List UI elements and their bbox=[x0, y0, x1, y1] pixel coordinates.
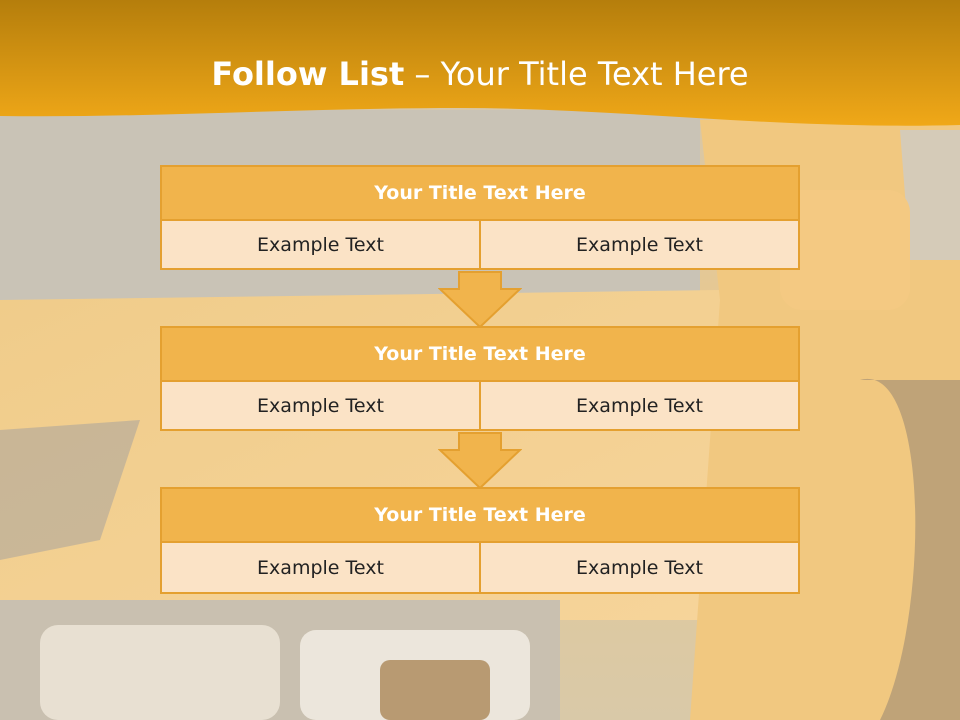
slide-title-rest: – Your Title Text Here bbox=[404, 55, 749, 93]
list-block-3: Your Title Text Here Example Text Exampl… bbox=[160, 487, 800, 594]
block-cell-right: Example Text bbox=[481, 543, 800, 594]
down-arrow-icon bbox=[438, 432, 522, 490]
list-block-2: Your Title Text Here Example Text Exampl… bbox=[160, 326, 800, 431]
block-title: Your Title Text Here bbox=[160, 326, 800, 382]
header-band bbox=[0, 0, 960, 126]
block-cell-left: Example Text bbox=[160, 221, 481, 270]
block-cell-left: Example Text bbox=[160, 382, 481, 431]
block-cell-right: Example Text bbox=[481, 382, 800, 431]
block-cell-right: Example Text bbox=[481, 221, 800, 270]
block-title: Your Title Text Here bbox=[160, 165, 800, 221]
block-row: Example Text Example Text bbox=[160, 543, 800, 594]
down-arrow-icon bbox=[438, 271, 522, 329]
slide-title: Follow List – Your Title Text Here bbox=[0, 52, 960, 96]
block-title: Your Title Text Here bbox=[160, 487, 800, 543]
block-cell-left: Example Text bbox=[160, 543, 481, 594]
slide-title-bold: Follow List bbox=[211, 55, 405, 93]
block-row: Example Text Example Text bbox=[160, 382, 800, 431]
block-row: Example Text Example Text bbox=[160, 221, 800, 270]
list-block-1: Your Title Text Here Example Text Exampl… bbox=[160, 165, 800, 270]
